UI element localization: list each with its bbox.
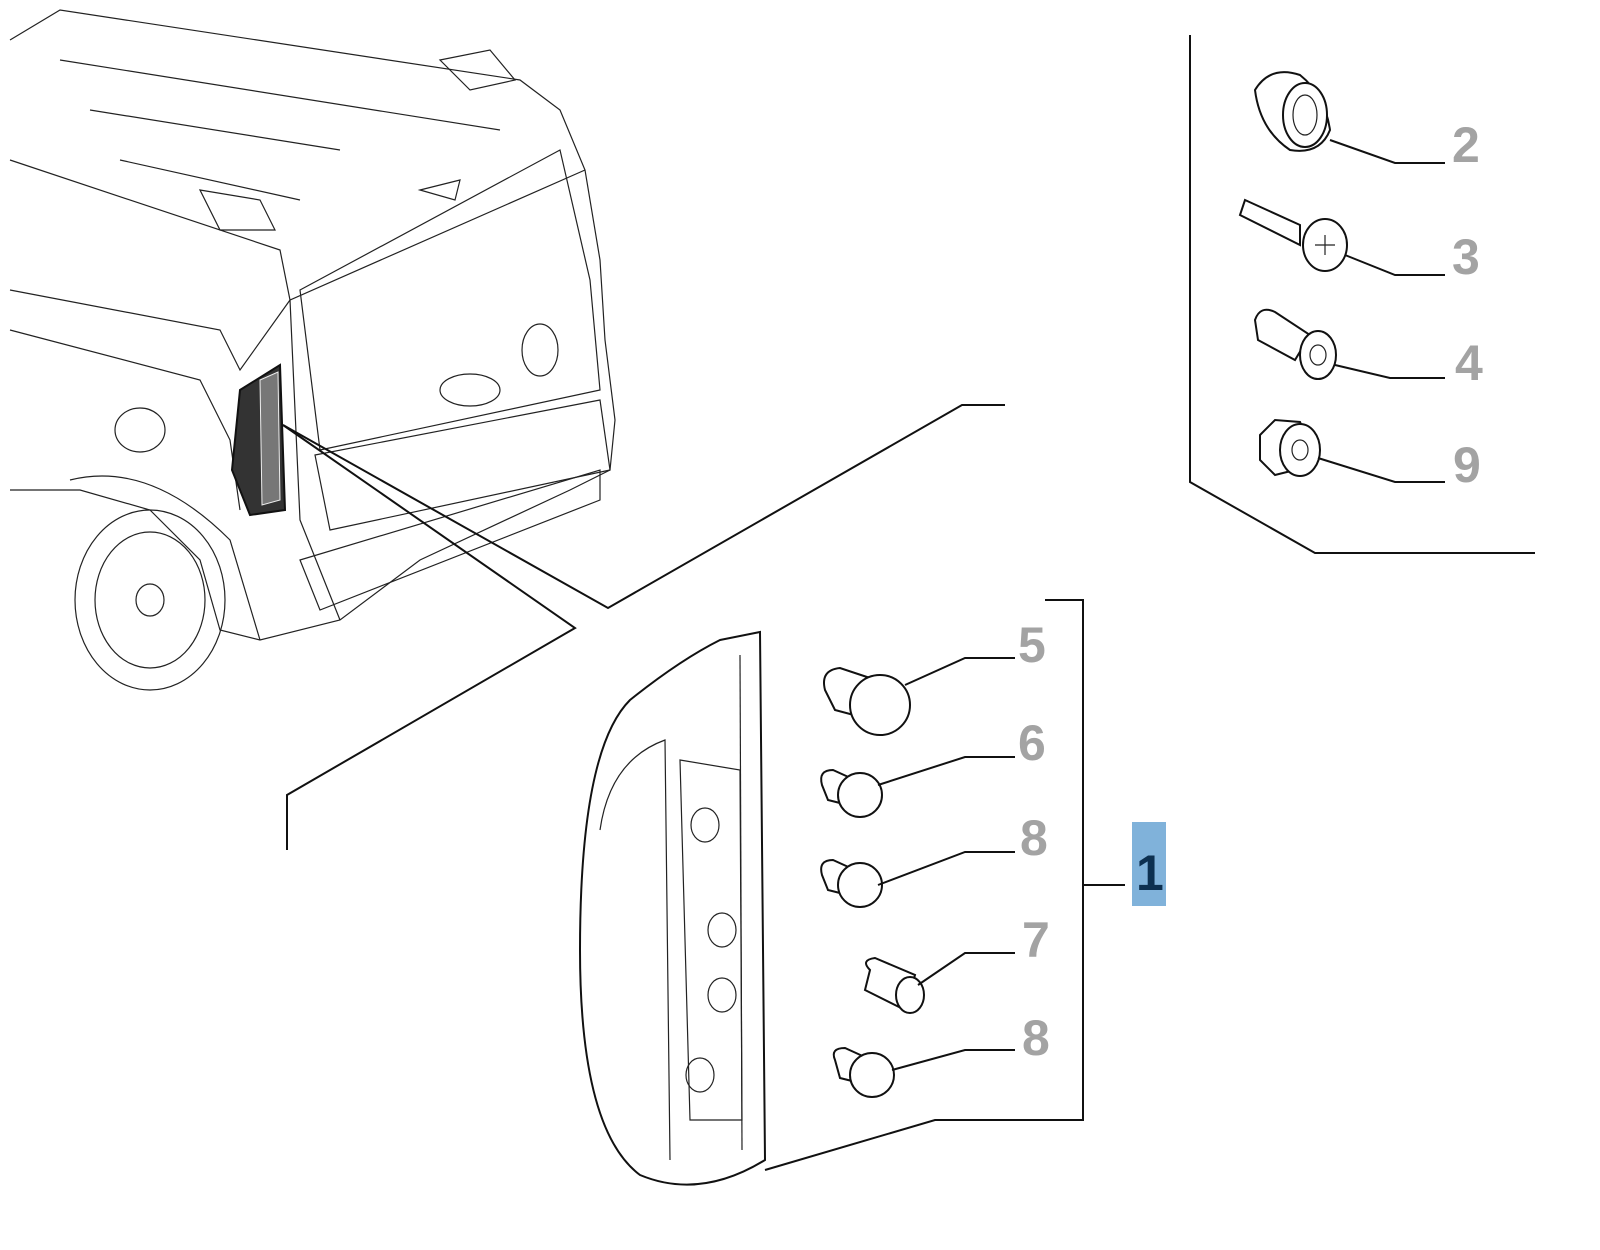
screw-part: [1238, 198, 1445, 276]
callout-5[interactable]: 5: [1018, 617, 1046, 673]
fasteners-group: [1189, 35, 1535, 554]
callout-9[interactable]: 9: [1453, 437, 1481, 493]
detail-leader-lines: [282, 404, 1005, 850]
wheel: [74, 509, 226, 691]
bulb-8b: [832, 1046, 1015, 1098]
nut-part: [1259, 418, 1445, 483]
callout-6[interactable]: 6: [1018, 715, 1046, 771]
callout-8a[interactable]: 8: [1020, 810, 1048, 866]
bulb-6: [820, 756, 1015, 818]
clip-part: [1253, 308, 1445, 380]
callout-1[interactable]: 1: [1136, 845, 1164, 901]
van-illustration: [9, 9, 616, 691]
tail-lamp-assembly: [578, 599, 1125, 1186]
callout-2[interactable]: 2: [1452, 117, 1480, 173]
callout-8b[interactable]: 8: [1022, 1010, 1050, 1066]
bulb-8a: [820, 851, 1015, 908]
callout-3[interactable]: 3: [1452, 229, 1480, 285]
bulbs-group: [820, 657, 1015, 1098]
grommet-part: [1253, 71, 1445, 164]
bulb-7: [863, 952, 1015, 1014]
callout-4[interactable]: 4: [1455, 335, 1483, 391]
callout-7[interactable]: 7: [1022, 912, 1050, 968]
bulb-5: [823, 657, 1015, 736]
main-callout-highlight: [1132, 822, 1166, 906]
